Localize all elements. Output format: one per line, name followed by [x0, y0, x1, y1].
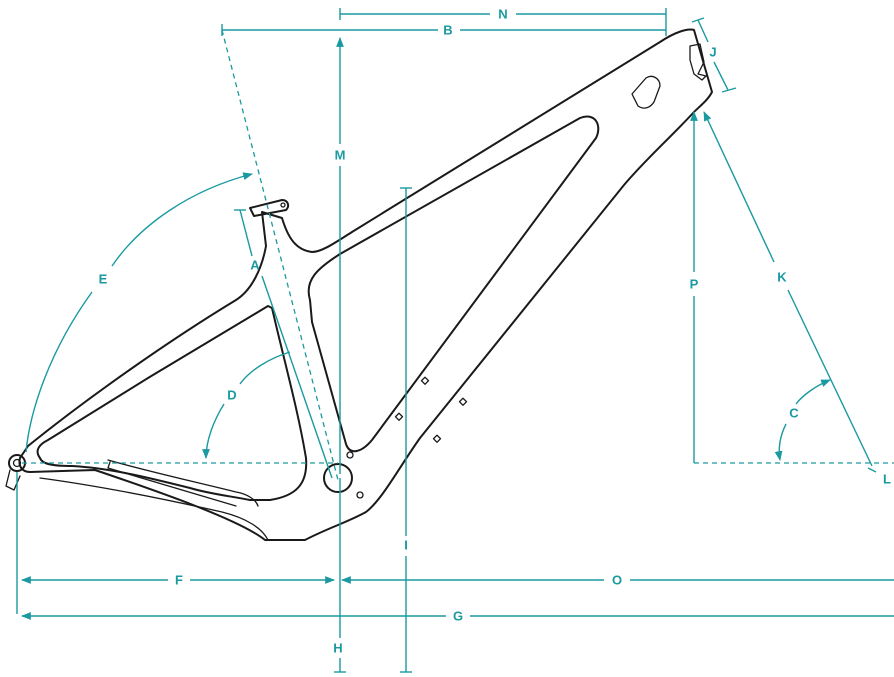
rear-triangle-cutout: [36, 305, 308, 501]
main-triangle-cutout: [307, 115, 600, 453]
bike-frame: [5, 28, 713, 541]
headtube-window: [631, 75, 661, 109]
label-a: A: [250, 258, 260, 273]
dimension-lines: [16, 8, 894, 673]
label-f: F: [175, 573, 183, 588]
dimension-labels: A B C D E F G H I J K L M N O P: [99, 7, 891, 656]
label-p: P: [690, 277, 699, 292]
chainstay-detail: [107, 459, 259, 507]
label-c: C: [789, 406, 799, 421]
label-e: E: [99, 272, 108, 287]
label-i: I: [404, 538, 408, 553]
label-d: D: [227, 388, 236, 403]
label-o: O: [612, 573, 622, 588]
label-n: N: [498, 7, 507, 22]
frame-outline: [18, 28, 713, 541]
label-b: B: [443, 23, 452, 38]
label-g: G: [453, 609, 463, 624]
label-j: J: [709, 45, 716, 60]
label-m: M: [335, 148, 346, 163]
headtube-bearing: [689, 43, 707, 81]
seat-tube-axis: [221, 29, 339, 481]
label-h: H: [333, 641, 342, 656]
label-l: L: [883, 472, 891, 487]
seatpost-clamp: [249, 199, 290, 217]
bottom-bracket: [323, 463, 353, 493]
chainstay-lower-edge: [39, 477, 269, 541]
label-k: K: [777, 270, 787, 285]
